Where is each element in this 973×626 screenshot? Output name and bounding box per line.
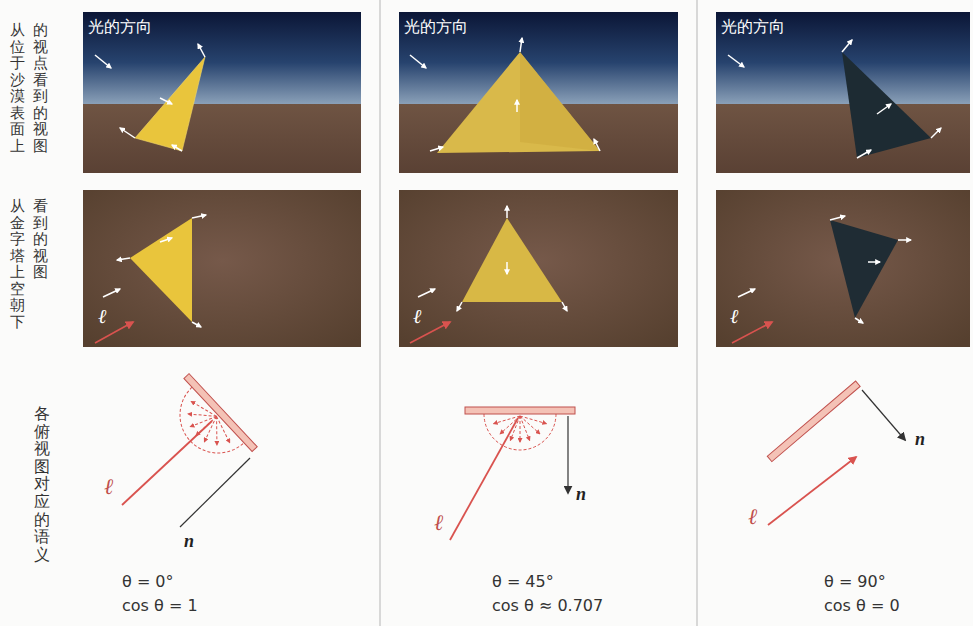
label-slot: n	[184, 532, 194, 551]
angle-text: θ = 45°	[492, 572, 554, 591]
divider	[380, 0, 381, 626]
label-slot: θ = 90°	[824, 572, 886, 591]
semantics-sketch	[122, 374, 905, 540]
angle-text: cos θ = 1	[122, 596, 198, 615]
label-slot: 各俯视图对应的语义	[34, 405, 50, 563]
label-slot: 从位于沙漠表面上的视点看到的视图	[10, 22, 48, 162]
light-direction-label: 光的方向	[88, 17, 152, 36]
label-slot: n	[915, 430, 925, 449]
row-label: 从金字塔上空朝下看到的视图	[10, 198, 48, 338]
image-panel: 光的方向	[716, 12, 970, 173]
vector-label: n	[576, 485, 586, 503]
image-panel: ℓ	[716, 190, 970, 347]
light-vector-label: ℓ	[413, 306, 421, 326]
vector-label: ℓ	[748, 506, 757, 528]
label-slot: cos θ ≈ 0.707	[492, 596, 603, 615]
label-slot: ℓ	[434, 512, 443, 534]
angle-text: θ = 0°	[122, 572, 174, 591]
angle-text: cos θ = 0	[824, 596, 900, 615]
label-slot: n	[576, 485, 586, 504]
angle-text: θ = 90°	[824, 572, 886, 591]
label-slot: ℓ	[748, 506, 757, 528]
row-label: 各俯视图对应的语义	[34, 405, 50, 563]
label-slot: cos θ = 0	[824, 596, 900, 615]
label-slot: cos θ = 1	[122, 596, 198, 615]
light-vector-label: ℓ	[98, 306, 106, 326]
image-panel: ℓ	[399, 190, 678, 347]
angle-text: cos θ ≈ 0.707	[492, 596, 603, 615]
label-slot: 从金字塔上空朝下看到的视图	[10, 198, 48, 338]
light-direction-label: 光的方向	[404, 17, 468, 36]
label-slot: θ = 45°	[492, 572, 554, 591]
image-panel: 光的方向	[83, 12, 361, 173]
label-slot: θ = 0°	[122, 572, 174, 591]
vector-label: ℓ	[434, 512, 443, 534]
vector-label: ℓ	[104, 476, 113, 498]
light-direction-label: 光的方向	[721, 17, 785, 36]
vector-label: n	[915, 430, 925, 448]
desert-view	[83, 12, 970, 173]
vector-label: n	[184, 532, 194, 550]
label-slot: ℓ	[104, 476, 113, 498]
light-vector-label: ℓ	[730, 306, 738, 326]
image-panel: 光的方向	[399, 12, 678, 173]
row-label: 从位于沙漠表面上的视点看到的视图	[10, 22, 48, 162]
top-down-view	[83, 190, 970, 347]
image-panel: ℓ	[83, 190, 361, 347]
divider	[697, 0, 698, 626]
